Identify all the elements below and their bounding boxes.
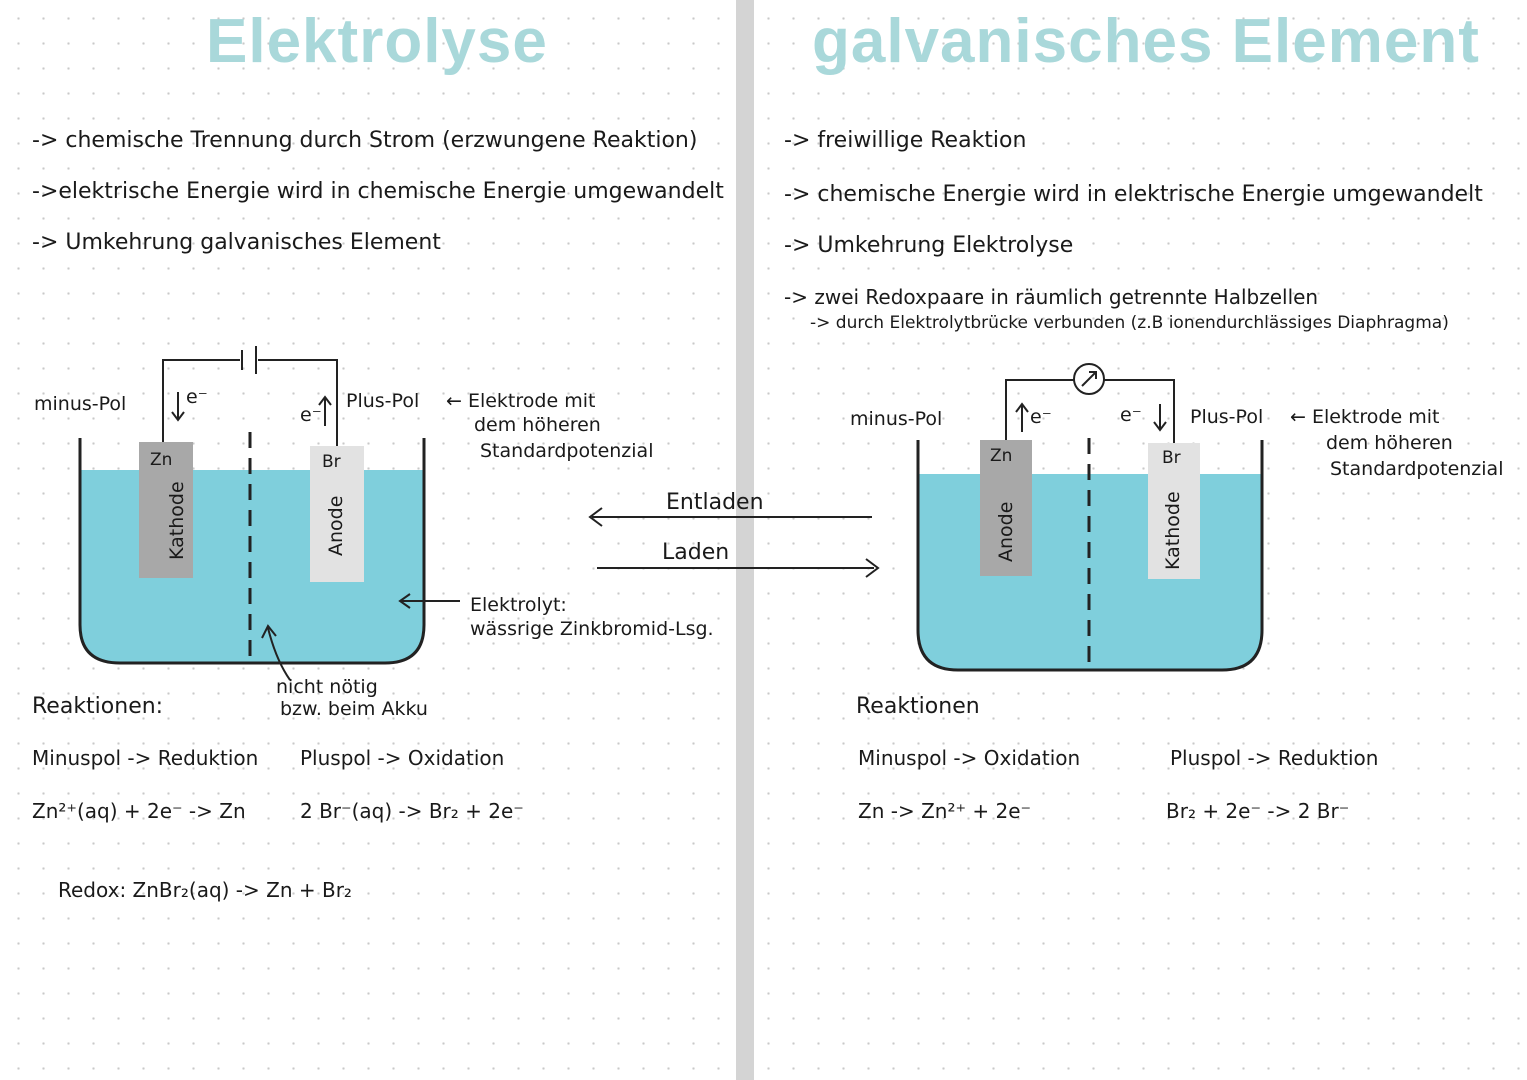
- left-wire-minus: [162, 359, 240, 442]
- electrolyte-label-2: wässrige Zinkbromid-Lsg.: [470, 618, 714, 640]
- right-bullet-3: -> Umkehrung Elektrolyse: [784, 233, 1074, 258]
- right-electrode-br: [1148, 443, 1200, 579]
- left-electron-label-1: e⁻: [186, 386, 208, 408]
- left-plus-pol: Plus-Pol: [346, 390, 420, 412]
- right-plus-pol: Plus-Pol: [1190, 406, 1264, 428]
- right-note-1: ← Elektrode mit: [1290, 406, 1440, 428]
- left-electrode-br: [310, 446, 364, 582]
- left-plus-equation: 2 Br⁻(aq) -> Br₂ + 2e⁻: [300, 799, 524, 823]
- right-minus-equation: Zn -> Zn²⁺ + 2e⁻: [858, 799, 1032, 823]
- right-title: galvanisches Element: [812, 7, 1480, 76]
- left-redox-equation: Redox: ZnBr₂(aq) -> Zn + Br₂: [58, 878, 352, 902]
- left-note-2: dem höheren: [474, 414, 601, 436]
- right-minus-pol: minus-Pol: [850, 408, 943, 430]
- right-bullet-4: -> zwei Redoxpaare in räumlich getrennte…: [784, 285, 1319, 309]
- left-electrolyte: [80, 470, 424, 663]
- right-beaker: [916, 440, 1264, 672]
- left-note-3: Standardpotenzial: [480, 440, 654, 462]
- right-bullet-2: -> chemische Energie wird in elektrische…: [784, 182, 1483, 207]
- not-needed-label-2: bzw. beim Akku: [280, 698, 428, 720]
- left-minus-equation: Zn²⁺(aq) + 2e⁻ -> Zn: [32, 799, 246, 823]
- left-electron-label-2: e⁻: [300, 404, 322, 426]
- entladen-label: Entladen: [666, 490, 764, 515]
- left-bullet-1: -> chemische Trennung durch Strom (erzwu…: [32, 128, 698, 153]
- right-plus-equation: Br₂ + 2e⁻ -> 2 Br⁻: [1166, 799, 1350, 823]
- left-bullet-3: -> Umkehrung galvanisches Element: [32, 230, 441, 255]
- right-reactions-heading: Reaktionen: [856, 694, 980, 719]
- right-zn-label: Zn: [990, 446, 1013, 466]
- left-br-label: Br: [322, 452, 341, 472]
- left-bullet-2: ->elektrische Energie wird in chemische …: [32, 179, 724, 204]
- left-zn-label: Zn: [150, 450, 173, 470]
- right-wire-minus: [1005, 379, 1074, 440]
- page-divider: [736, 0, 754, 1080]
- right-note-3: Standardpotenzial: [1330, 458, 1504, 480]
- left-electrode-zn: [139, 442, 193, 578]
- right-electrode-zn: [980, 440, 1032, 576]
- left-anode-label: Anode: [325, 495, 347, 556]
- right-bullet-5: -> durch Elektrolytbrücke verbunden (z.B…: [810, 313, 1449, 333]
- left-minus-reaction: Minuspol -> Reduktion: [32, 746, 259, 770]
- right-plus-reaction: Pluspol -> Reduktion: [1170, 746, 1379, 770]
- laden-label: Laden: [662, 540, 730, 565]
- left-reactions-heading: Reaktionen:: [32, 694, 164, 719]
- left-kathode-label: Kathode: [166, 481, 188, 560]
- left-beaker: [78, 438, 426, 665]
- right-minus-reaction: Minuspol -> Oxidation: [858, 746, 1081, 770]
- not-needed-label-1: nicht nötig: [276, 676, 378, 698]
- right-br-label: Br: [1162, 448, 1181, 468]
- left-plus-reaction: Pluspol -> Oxidation: [300, 746, 505, 770]
- right-wire-plus: [1104, 379, 1175, 443]
- right-note-2: dem höheren: [1326, 432, 1453, 454]
- right-electron-label-2: e⁻: [1120, 404, 1142, 426]
- not-needed-arrow: [267, 627, 291, 681]
- left-minus-pol: minus-Pol: [34, 393, 127, 415]
- left-note-1: ← Elektrode mit: [446, 390, 596, 412]
- right-kathode-label: Kathode: [1162, 491, 1184, 570]
- right-bullet-1: -> freiwillige Reaktion: [784, 128, 1027, 153]
- electrolyte-label-1: Elektrolyt:: [470, 594, 567, 616]
- right-anode-label: Anode: [995, 501, 1017, 562]
- right-electron-label-1: e⁻: [1030, 406, 1052, 428]
- left-title: Elektrolyse: [206, 7, 548, 76]
- left-wire-plus: [258, 359, 338, 446]
